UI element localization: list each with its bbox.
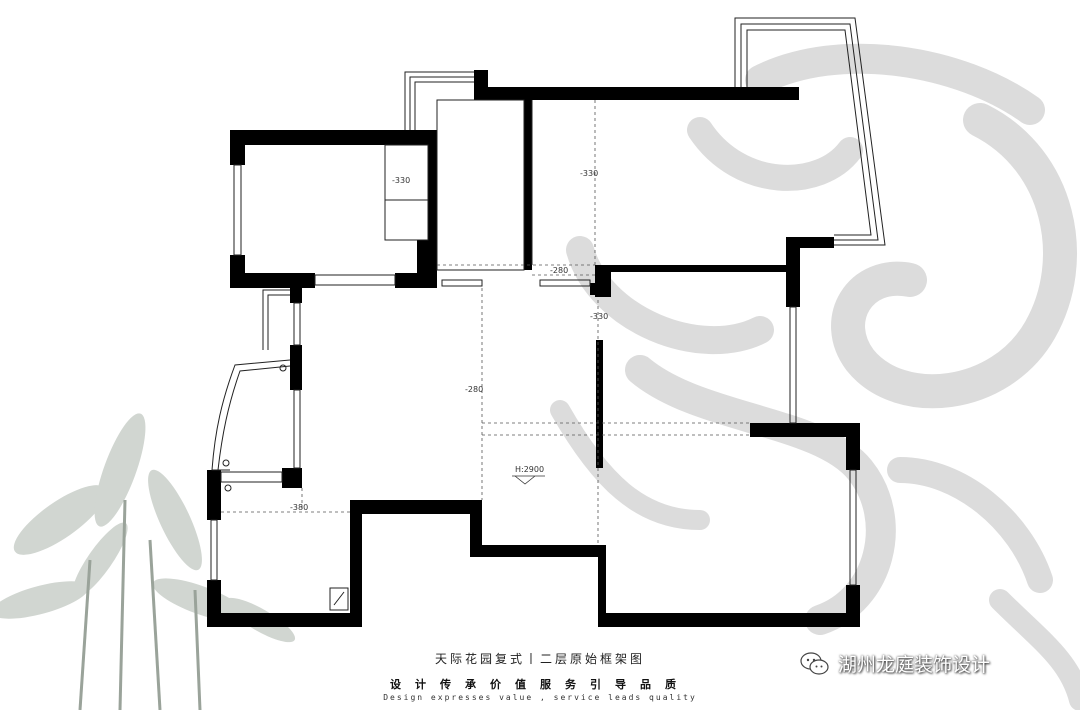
dim-label-1: -330 bbox=[392, 176, 410, 185]
brand-watermark: 湖州龙庭装饰设计 bbox=[800, 650, 990, 677]
dim-label-4: -330 bbox=[590, 312, 608, 321]
walls bbox=[207, 70, 860, 627]
brand-name: 湖州龙庭装饰设计 bbox=[838, 654, 991, 676]
slogan-chinese: 设计传承价值服务引导品质 bbox=[390, 678, 690, 691]
cloud-watermark bbox=[550, 43, 1080, 710]
dimension-labels: -330 -330 -280 -330 -280 -380 H:2900 bbox=[290, 169, 608, 512]
plan-title: 天际花园复式丨二层原始框架图 bbox=[434, 652, 645, 666]
dim-label-2: -330 bbox=[580, 169, 598, 178]
height-label: H:2900 bbox=[515, 465, 544, 474]
height-marker bbox=[512, 475, 545, 485]
wechat-icon bbox=[800, 651, 829, 675]
slogan-english: Design expresses value , service leads q… bbox=[383, 693, 697, 702]
dim-label-5: -280 bbox=[465, 385, 483, 394]
dashed-lines bbox=[221, 100, 750, 545]
dim-label-6: -380 bbox=[290, 503, 308, 512]
dim-label-3: -280 bbox=[550, 266, 568, 275]
plant-stems bbox=[78, 499, 202, 710]
thin-lines bbox=[210, 17, 886, 611]
